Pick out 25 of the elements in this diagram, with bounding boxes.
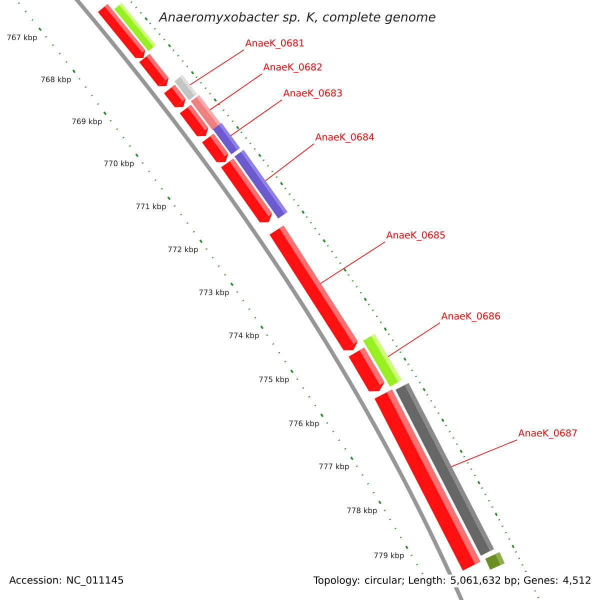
gene-segment (348, 348, 384, 392)
gene-label: AnaeK_0686 (441, 312, 500, 322)
gene-segment (98, 4, 146, 58)
gene-segment (164, 84, 186, 108)
gene-segment (139, 54, 169, 86)
leader-line (210, 73, 262, 110)
gene-label: AnaeK_0683 (283, 89, 342, 99)
leader-line (388, 322, 440, 358)
gene-segment (180, 104, 208, 136)
gene-segment (270, 226, 358, 350)
gene-label: AnaeK_0681 (245, 39, 304, 49)
title: Anaeromyxobacter sp. K, complete genome (158, 12, 436, 24)
genome-summary: Topology: circular; Length: 5,061,632 bp; Genes: 4,512 (312, 574, 593, 588)
gene-segment (202, 134, 228, 162)
gene-label: AnaeK_0682 (263, 63, 322, 73)
leader-line (320, 241, 386, 284)
gene-label: AnaeK_0684 (315, 133, 374, 143)
leader-line (190, 49, 244, 86)
leader-line (451, 439, 518, 468)
gene-segment (221, 158, 272, 222)
gene-label: AnaeK_0685 (386, 231, 445, 241)
accession-text: Accession: NC_011145 (9, 576, 124, 586)
gene-segment (485, 552, 505, 570)
gene-label: AnaeK_0687 (518, 429, 577, 439)
leader-line (265, 143, 314, 182)
